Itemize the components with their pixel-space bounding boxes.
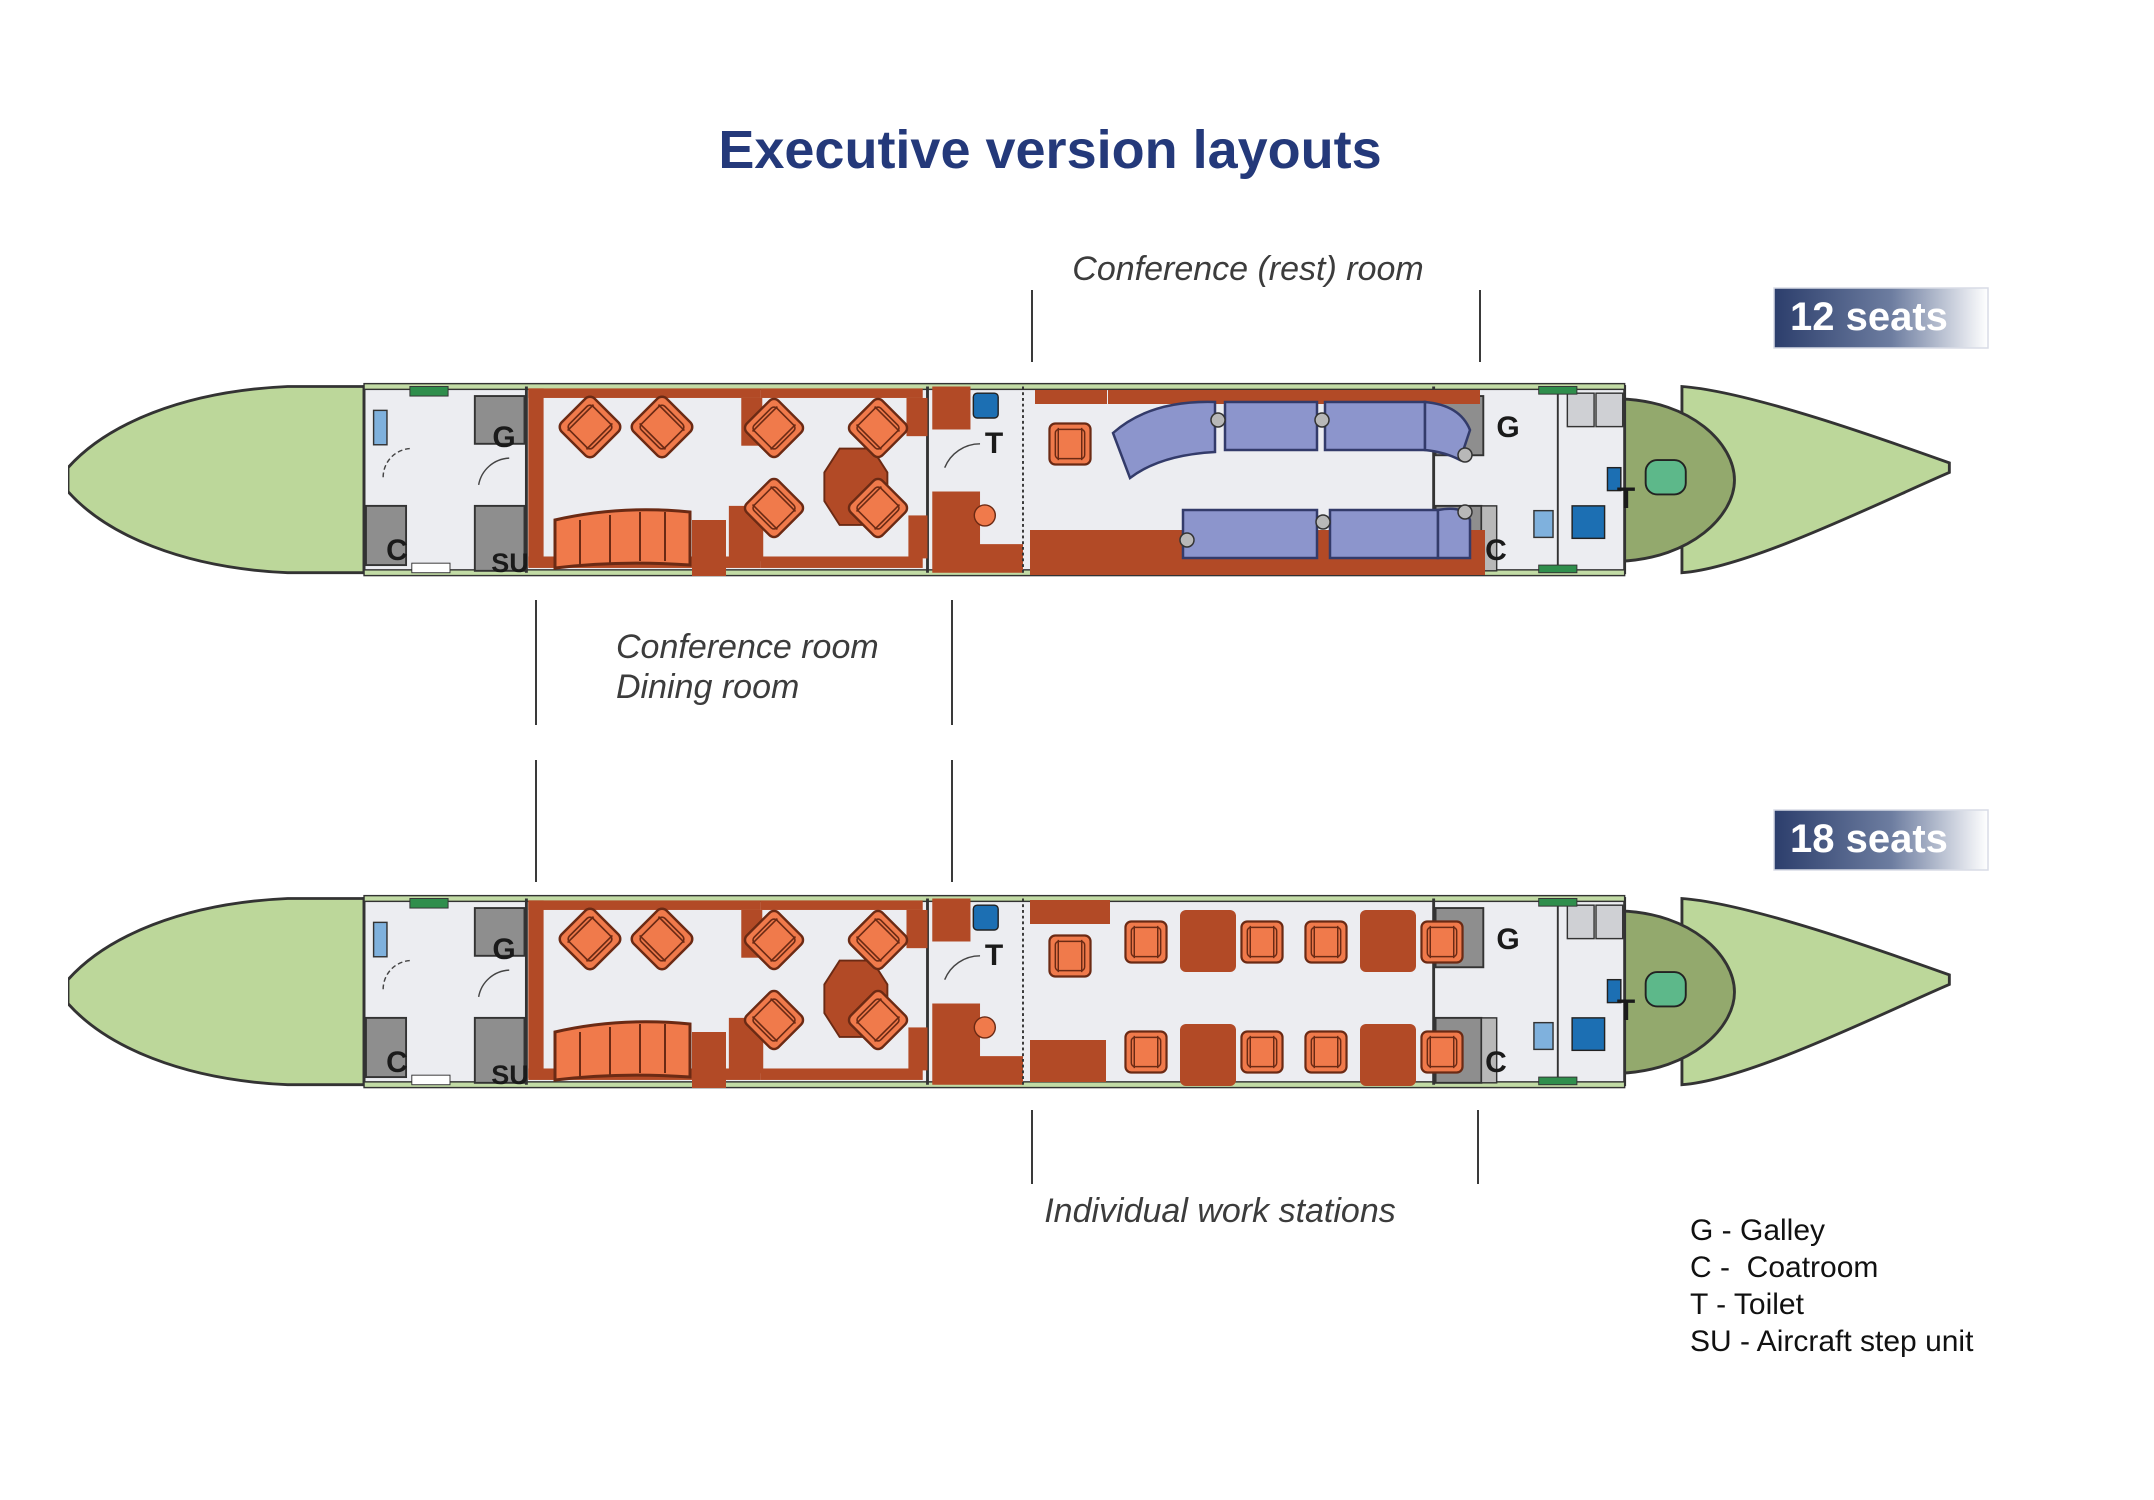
seats-badge <box>1773 287 1989 349</box>
aircraft-floorplan <box>68 894 1951 1090</box>
work-table <box>1180 1024 1236 1086</box>
zone-label-dining-room: Dining room <box>616 668 799 706</box>
code-coatroom-front: C <box>386 534 408 567</box>
work-table <box>1360 910 1416 972</box>
sofa <box>1323 400 1427 452</box>
work-table <box>1360 1024 1416 1086</box>
armchair <box>1420 1030 1464 1074</box>
sofa <box>553 508 692 570</box>
code-toilet-rear: T <box>1617 482 1635 515</box>
legend-item-coatroom: C - Coatroom <box>1690 1251 1878 1284</box>
legend-item-step-unit: SU - Aircraft step unit <box>1690 1325 1974 1358</box>
legend-item-toilet: T - Toilet <box>1690 1288 1805 1321</box>
code-toilet-rear: T <box>1617 994 1635 1027</box>
sofa <box>553 1020 692 1082</box>
code-step-unit: SU <box>491 1060 529 1090</box>
armchair <box>1420 920 1464 964</box>
credenza <box>1030 1040 1106 1082</box>
armchair <box>1304 920 1348 964</box>
code-coatroom-rear: C <box>1485 1046 1507 1079</box>
seats-badge <box>1773 809 1989 871</box>
page-title: Executive version layouts <box>718 120 1381 180</box>
code-coatroom-front: C <box>386 1046 408 1079</box>
code-galley-front: G <box>492 421 515 454</box>
armchair <box>1124 1030 1168 1074</box>
armchair <box>1240 1030 1284 1074</box>
side-table <box>692 520 726 576</box>
code-galley-rear: G <box>1496 411 1519 444</box>
legend-item-galley: G - Galley <box>1690 1214 1825 1247</box>
armchair <box>1048 934 1092 978</box>
code-toilet-mid: T <box>985 427 1003 460</box>
code-toilet-mid: T <box>985 939 1003 972</box>
zone-label-conference-rest-room: Conference (rest) room <box>1072 250 1423 288</box>
aircraft-floorplan <box>68 382 1951 578</box>
seats-badge-label: 12 seats <box>1790 295 1948 339</box>
legend: G - Galley C - Coatroom T - Toilet SU - … <box>1690 1214 1974 1358</box>
sofa <box>1328 508 1440 560</box>
sofa <box>1223 400 1319 452</box>
code-step-unit: SU <box>491 548 529 578</box>
armchair <box>1124 920 1168 964</box>
code-coatroom-rear: C <box>1485 534 1507 567</box>
side-table <box>692 1032 726 1088</box>
sofa <box>1181 508 1319 560</box>
armchair <box>1304 1030 1348 1074</box>
code-galley-front: G <box>492 933 515 966</box>
code-galley-rear: G <box>1496 923 1519 956</box>
zone-label-conference-room: Conference room <box>616 628 879 666</box>
work-table <box>1180 910 1236 972</box>
seats-badge-label: 18 seats <box>1790 817 1948 861</box>
zone-label-individual-work-stations: Individual work stations <box>1044 1192 1396 1230</box>
armchair <box>1048 422 1092 466</box>
layout-18-seats: 18 seats G C SU T G C <box>68 809 1989 1230</box>
layout-12-seats: 12 seats Conference (rest) room <box>68 250 1989 578</box>
armchair <box>1240 920 1284 964</box>
